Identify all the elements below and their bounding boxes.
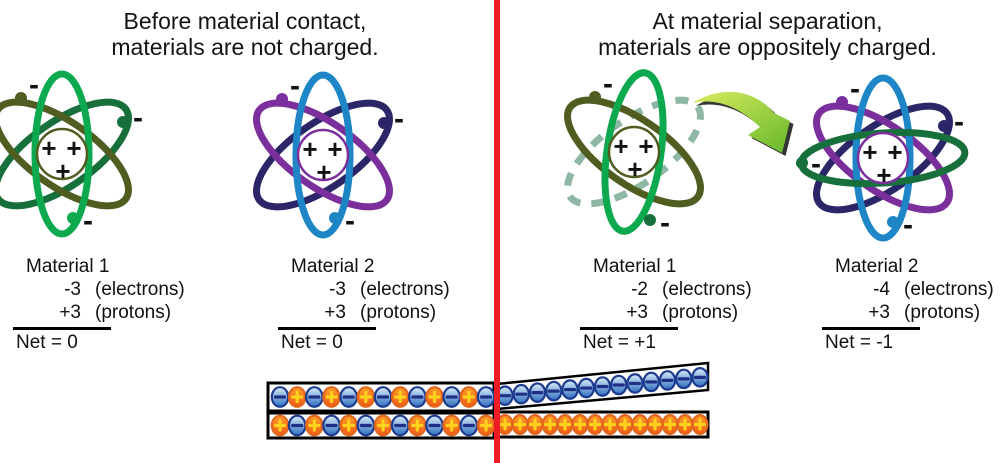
right-title-line1: At material separation, [652, 8, 883, 34]
ledger-material1-after: Material 1 -2 (electrons) +3 (protons) Net… [580, 255, 752, 354]
right-panel-title: At material separation, materials are op… [550, 8, 985, 60]
protons-value: +3 [324, 302, 346, 323]
electron-dot [938, 120, 950, 132]
nucleus [35, 127, 89, 181]
proton-plus-icon: + [41, 133, 56, 163]
protons-value: +3 [868, 302, 890, 323]
sum-rule [580, 327, 678, 330]
net-charge: Net = 0 [16, 332, 78, 353]
protons-label: (protons) [904, 302, 981, 323]
electron-orbit [852, 74, 914, 242]
protons-label: (protons) [662, 302, 739, 323]
electron-minus-label: - [83, 205, 93, 238]
net-charge: Net = +1 [583, 332, 656, 353]
electrons-label: (electrons) [95, 279, 185, 300]
protons-label: (protons) [95, 302, 172, 323]
electron-dot [887, 216, 899, 228]
electron-minus-label: - [394, 103, 404, 136]
left-panel-title: Before material contact, materials are n… [45, 8, 445, 60]
sum-rule [278, 327, 376, 330]
electrons-value: -3 [64, 279, 81, 300]
electron-dot [378, 117, 390, 129]
electron-dot [836, 96, 848, 108]
panel-divider-line [494, 0, 500, 463]
protons-label: (protons) [360, 302, 437, 323]
electron-orbit [0, 98, 132, 210]
nucleus [296, 128, 350, 182]
electron-minus-label: - [903, 209, 913, 242]
material-name: Material 2 [291, 256, 375, 277]
electron-dot [589, 91, 601, 103]
sum-rule [822, 327, 920, 330]
electrons-value: -4 [873, 279, 890, 300]
electrons-value: -2 [631, 279, 648, 300]
electron-minus-label: - [29, 69, 39, 102]
protons-value: +3 [59, 302, 81, 323]
atom-material2-before: +++--- [253, 70, 404, 239]
electron-minus-label: - [345, 205, 355, 238]
electron-minus-label: - [811, 148, 821, 181]
atom-material2-after: +++---- [796, 73, 969, 242]
proton-plus-icon: + [862, 137, 877, 167]
sum-rule [13, 327, 111, 330]
electrons-label: (electrons) [904, 279, 994, 300]
proton-plus-icon: + [66, 133, 81, 163]
atom-material1-before: +++--- [0, 69, 143, 238]
electron-minus-label: - [290, 70, 300, 103]
right-title-line2: materials are oppositely charged. [598, 34, 937, 60]
electron-dot [644, 214, 656, 226]
material-name: Material 2 [835, 256, 919, 277]
proton-plus-icon: + [302, 134, 317, 164]
electron-dot [276, 93, 288, 105]
material-strips [266, 361, 710, 440]
electrons-label: (electrons) [360, 279, 450, 300]
electron-orbit [564, 96, 704, 208]
net-charge: Net = -1 [825, 332, 894, 353]
electron-minus-label: - [954, 106, 964, 139]
electron-orbit [253, 99, 393, 211]
electron-dot [117, 116, 129, 128]
net-charge: Net = 0 [281, 332, 343, 353]
atom-material1-after: +++-- [564, 68, 704, 240]
electron-dot [329, 212, 341, 224]
electron-dot [796, 157, 808, 169]
material-name: Material 1 [593, 256, 677, 277]
proton-plus-icon: + [613, 131, 628, 161]
ledger-material1-before: Material 1 -3 (electrons) +3 (protons) Net… [13, 255, 185, 354]
proton-plus-icon: + [55, 156, 70, 186]
electron-orbit [0, 98, 132, 210]
electron-dot [15, 92, 27, 104]
electron-orbit [292, 71, 354, 239]
nucleus [607, 125, 661, 179]
electron-minus-label: - [850, 73, 860, 106]
proton-plus-icon: + [887, 137, 902, 167]
electron-orbit [601, 69, 667, 235]
ledger-material2-before: Material 2 -3 (electrons) +3 (protons) Net… [278, 255, 450, 354]
electrons-label: (electrons) [662, 279, 752, 300]
proton-plus-icon: + [638, 131, 653, 161]
arrow-body [692, 91, 790, 153]
left-title-line1: Before material contact, [123, 8, 367, 34]
electron-minus-label: - [133, 102, 143, 135]
proton-plus-icon: + [327, 134, 342, 164]
nucleus [856, 131, 910, 185]
proton-plus-icon: + [316, 157, 331, 187]
electron-transfer-arrow-icon [692, 91, 794, 156]
protons-value: +3 [626, 302, 648, 323]
electron-orbit [253, 99, 393, 211]
electron-dot [67, 212, 79, 224]
electrons-value: -3 [329, 279, 346, 300]
vacated-orbit-dashed [564, 96, 704, 208]
proton-plus-icon: + [627, 154, 642, 184]
proton-plus-icon: + [876, 160, 891, 190]
electron-minus-label: - [603, 68, 613, 101]
ledger-material2-after: Material 2 -4 (electrons) +3 (protons) Net… [822, 255, 994, 354]
electron-orbit [31, 70, 93, 238]
material-name: Material 1 [26, 256, 110, 277]
electron-minus-label: - [660, 207, 670, 240]
left-title-line2: materials are not charged. [111, 34, 379, 60]
